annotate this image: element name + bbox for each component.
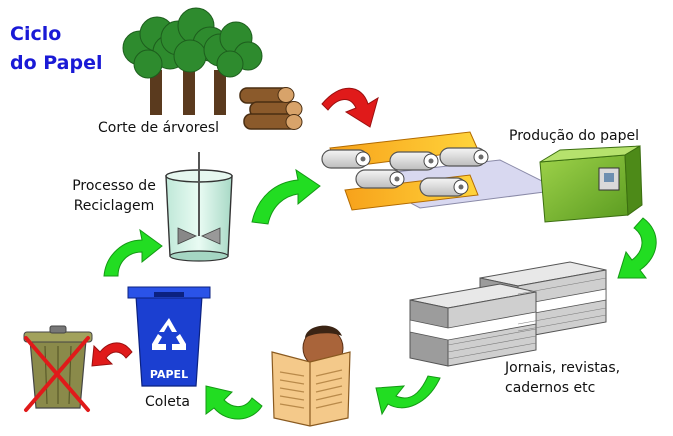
label-coleta: Coleta [145, 394, 190, 410]
title-line-1: Ciclo [10, 23, 62, 45]
recycle-symbol-icon [152, 318, 186, 350]
arrow-bin-to-recycling [103, 228, 163, 277]
trash-arrow [91, 342, 133, 367]
label-processo-line-2: Reciclagem [73, 198, 155, 214]
label-jornais-line-2: cadernos etc [505, 380, 596, 396]
arrow-reader-to-bin [205, 385, 263, 420]
label-processo-reciclagem: Processo de Reciclagem [66, 176, 162, 216]
label-producao-papel: Produção do papel [509, 128, 640, 144]
label-jornais-line-1: Jornais, revistas, [505, 360, 621, 376]
trash-can-icon [23, 325, 93, 409]
logs-icon [239, 87, 303, 130]
cutting-arrow [321, 87, 379, 128]
label-jornais-revistas: Jornais, revistas, cadernos etc [505, 358, 620, 398]
trees-icon [122, 7, 263, 115]
recycle-bin-icon: PAPEL [127, 286, 211, 387]
cross-icon [24, 336, 90, 412]
diagram-title: Ciclo do Papel [10, 20, 103, 78]
arrow-products-to-reader [375, 375, 441, 416]
paper-stack-icon [409, 261, 607, 367]
label-corte-arvores: Corte de árvoresl [98, 120, 220, 136]
paper-machine-icon [321, 131, 643, 223]
arrow-recycling-to-production [251, 168, 321, 225]
arrow-production-to-products [617, 217, 657, 279]
bin-label: PAPEL [150, 368, 188, 381]
recycling-tank-icon [165, 152, 233, 262]
label-processo-line-1: Processo de [72, 178, 156, 194]
title-line-2: do Papel [10, 52, 103, 74]
newspaper-reader-icon [271, 325, 351, 427]
